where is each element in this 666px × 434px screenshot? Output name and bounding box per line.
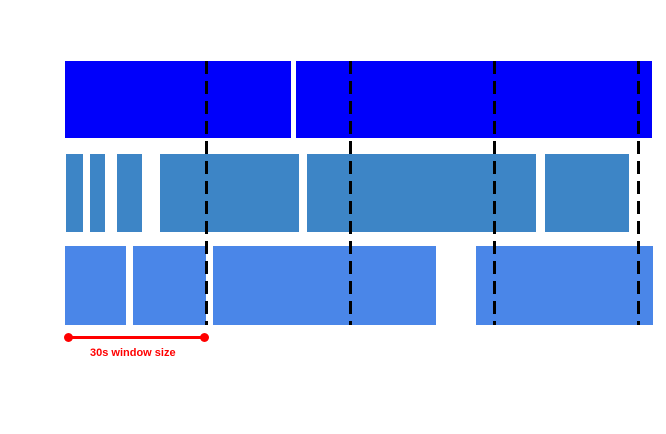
measure-endpoint-dot-left	[64, 333, 73, 342]
window-size-measure-line	[68, 336, 204, 339]
vad-speech-segments-row-segment-4	[160, 154, 299, 232]
measure-endpoint-dot-right	[200, 333, 209, 342]
vad-speech-segments-row-segment-6	[545, 154, 629, 232]
vad-speech-segments-row-segment-2	[90, 154, 105, 232]
merged-segments-row-segment-1	[65, 246, 126, 325]
merged-segments-row-segment-4	[476, 246, 653, 325]
vad-speech-segments-row-segment-1	[66, 154, 83, 232]
merged-segments-row-segment-3	[213, 246, 436, 325]
fixed-30s-chunks-row-segment-1	[65, 61, 291, 138]
window-boundary-dashed-line-4	[637, 61, 640, 325]
window-boundary-dashed-line-3	[493, 61, 496, 325]
vad-speech-segments-row-segment-5	[307, 154, 536, 232]
vad-speech-segments-row-segment-3	[117, 154, 142, 232]
window-boundary-dashed-line-2	[349, 61, 352, 325]
window-boundary-dashed-line-1	[205, 61, 208, 325]
merged-segments-row-segment-2	[133, 246, 206, 325]
fixed-30s-chunks-row-segment-2	[296, 61, 652, 138]
window-size-label: 30s window size	[90, 347, 176, 359]
